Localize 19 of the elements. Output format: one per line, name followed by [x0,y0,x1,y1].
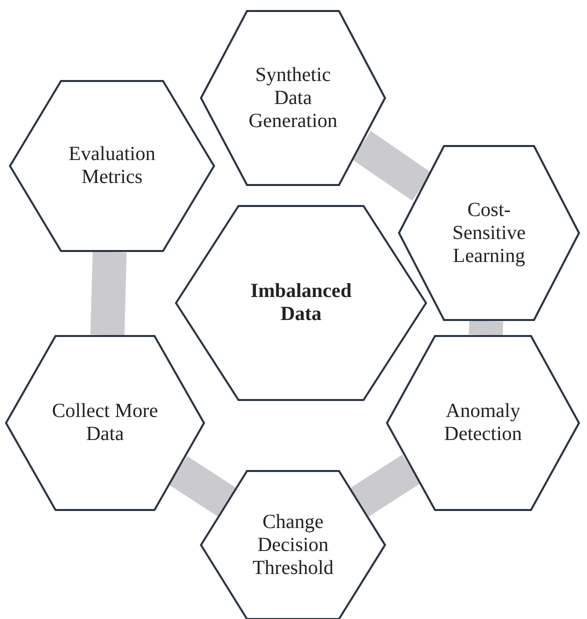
hexagon-node [9,80,215,252]
hexagon-node [398,145,580,321]
node-label: Collect More Data [50,400,160,446]
hexagon-node [200,10,386,186]
connector-band [468,320,504,336]
node-label: Cost- Sensitive Learning [451,198,527,268]
connector-band [352,130,432,201]
hexagon-node [5,335,205,511]
node-label: Anomaly Detection [443,400,523,446]
hexagon-node [386,335,580,511]
node-label: Change Decision Threshold [251,510,335,580]
node-label: Imbalanced Data [249,280,353,326]
node-label: Synthetic Data Generation [248,64,338,132]
connector-band [350,454,421,517]
connector-band [168,456,236,516]
node-label: Evaluation Metrics [68,143,156,189]
connector-band [90,251,127,336]
hexagon-node [175,205,427,401]
hexagon-node [200,470,386,619]
